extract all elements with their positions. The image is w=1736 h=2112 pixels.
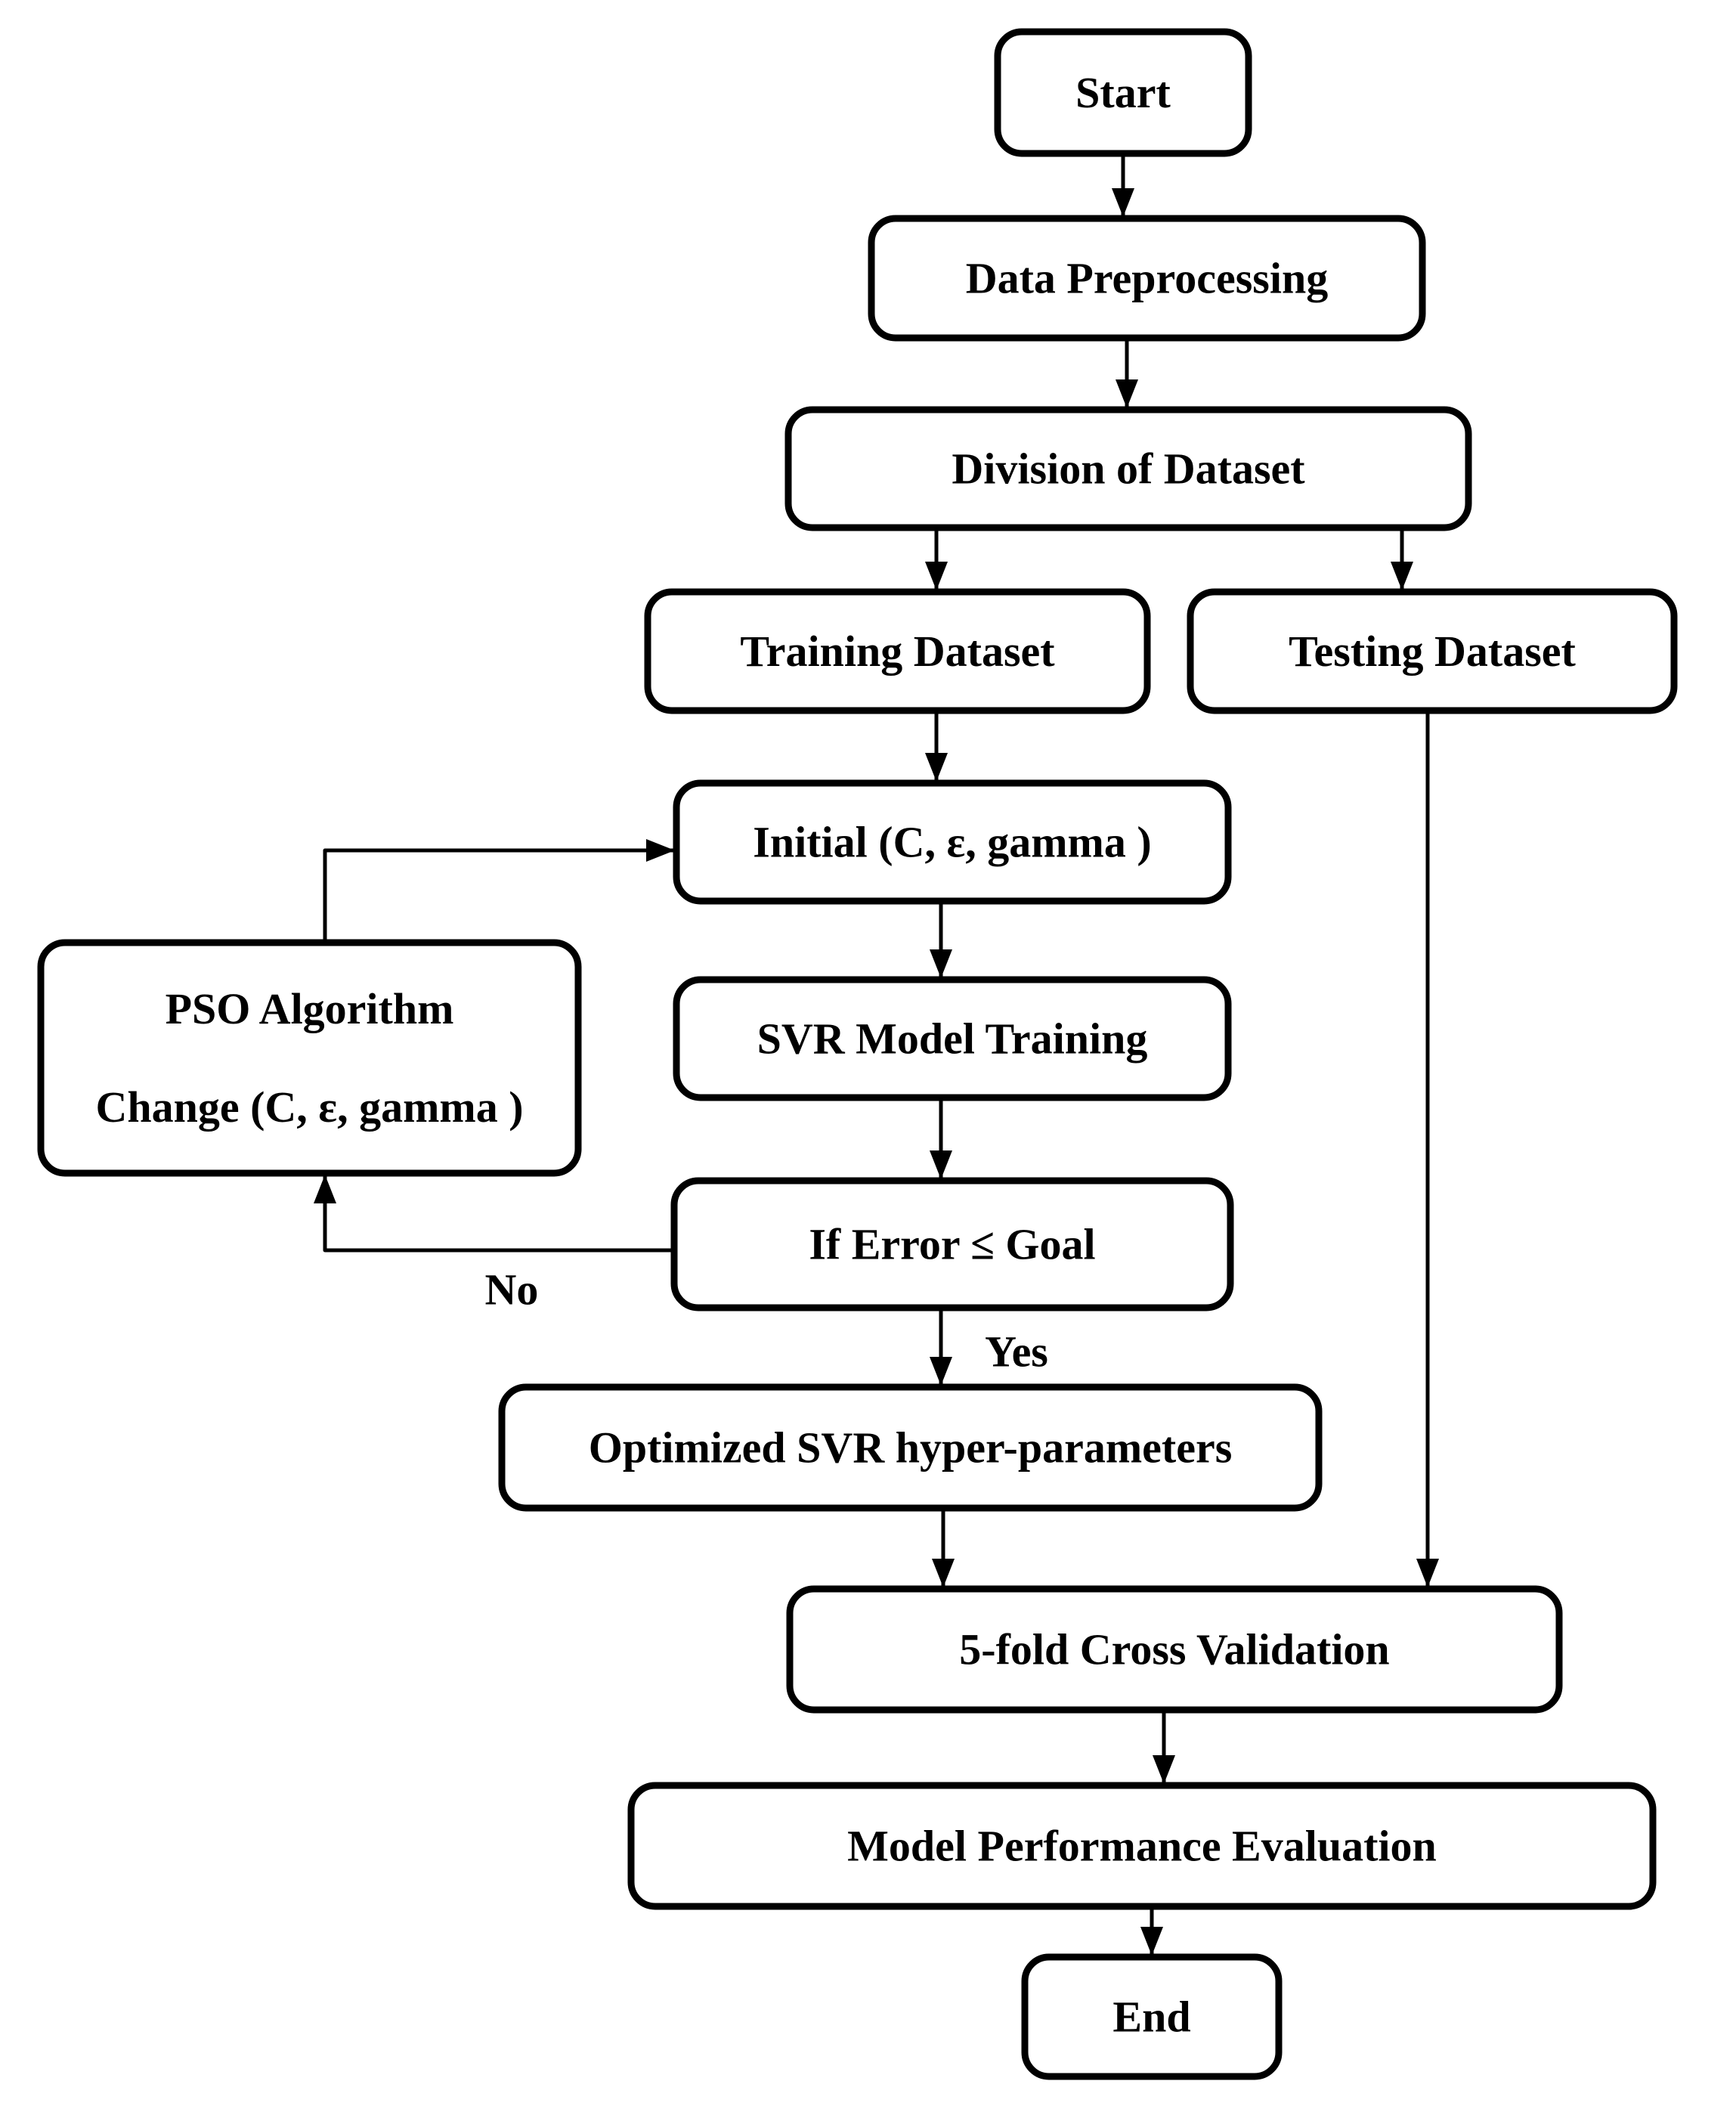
- division-of-dataset-box: [784, 406, 1472, 531]
- start-box: [994, 28, 1252, 157]
- node-initial-parameters: Initial (C, ε, gamma ): [673, 779, 1232, 905]
- node-five-fold-cross-validation: 5-fold Cross Validation: [786, 1585, 1563, 1714]
- node-if-error-goal: If Error ≤ Goal: [670, 1177, 1234, 1311]
- testing-dataset-box: [1187, 588, 1678, 714]
- node-data-preprocessing: Data Preprocessing: [868, 215, 1426, 342]
- edges-layer: [314, 153, 1439, 1956]
- training-dataset-box: [644, 588, 1151, 714]
- node-testing-dataset: Testing Dataset: [1187, 588, 1678, 714]
- optimized-svr-hyper-parameters-label: Optimized SVR hyper-parameters: [589, 1423, 1233, 1473]
- five-fold-cross-validation-box: [786, 1585, 1563, 1714]
- node-svr-model-training: SVR Model Training: [673, 976, 1232, 1101]
- data-preprocessing-box: [868, 215, 1426, 342]
- initial-parameters-label: Initial (C, ε, gamma ): [753, 818, 1151, 867]
- pso-algorithm-box: [37, 939, 582, 1177]
- testing-dataset-label: Testing Dataset: [1289, 627, 1576, 676]
- if-error-goal-label: If Error ≤ Goal: [809, 1220, 1095, 1269]
- edge-if-error-no-to-pso: [314, 1175, 674, 1253]
- node-training-dataset: Training Dataset: [644, 588, 1151, 714]
- node-optimized-svr-hyper-parameters: Optimized SVR hyper-parameters: [498, 1383, 1323, 1512]
- optimized-svr-hyper-parameters-box: [498, 1383, 1323, 1512]
- yes-label: Yes: [985, 1327, 1048, 1377]
- no-label: No: [485, 1265, 539, 1315]
- division-of-dataset-label: Division of Dataset: [952, 444, 1305, 494]
- end-label: End: [1112, 1993, 1190, 2042]
- edge-pso-to-initial-feedback: [323, 839, 675, 943]
- pso-algorithm-label-line1: PSO Algorithm: [166, 984, 454, 1033]
- model-performance-evaluation-box: [627, 1782, 1657, 1910]
- five-fold-cross-validation-label: 5-fold Cross Validation: [959, 1625, 1389, 1674]
- training-dataset-label: Training Dataset: [740, 627, 1055, 676]
- if-error-goal-box: [670, 1177, 1234, 1311]
- start-label: Start: [1075, 68, 1171, 117]
- pso-algorithm-label-line2: Change (C, ε, gamma ): [95, 1082, 523, 1132]
- end-box: [1021, 1953, 1283, 2080]
- data-preprocessing-label: Data Preprocessing: [966, 254, 1329, 303]
- model-performance-evaluation-label: Model Performance Evaluation: [847, 1822, 1437, 1871]
- node-division-of-dataset: Division of Dataset: [784, 406, 1472, 531]
- svr-model-training-label: SVR Model Training: [757, 1014, 1148, 1064]
- node-start: Start: [994, 28, 1252, 157]
- svr-model-training-box: [673, 976, 1232, 1101]
- node-model-performance-evaluation: Model Performance Evaluation: [627, 1782, 1657, 1910]
- initial-parameters-box: [673, 779, 1232, 905]
- node-end: End: [1021, 1953, 1283, 2080]
